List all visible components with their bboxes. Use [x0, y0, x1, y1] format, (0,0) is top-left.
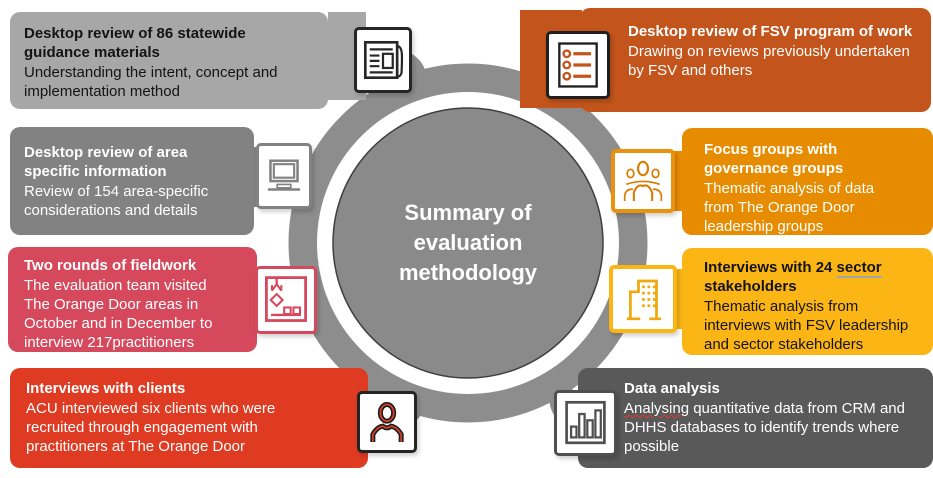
- card-title-text: Interviews with 24: [704, 259, 837, 276]
- card-body: The evaluation team visited The Orange D…: [24, 277, 213, 351]
- people-group-icon: [611, 149, 675, 213]
- diagram-title-line: evaluation: [413, 230, 523, 255]
- card-title: Desktop review of area specific informat…: [24, 144, 188, 180]
- diagram-title: Summary of evaluation methodology: [328, 198, 608, 288]
- card-area-specific-review: Desktop review of area specific informat…: [10, 127, 254, 235]
- laptop-icon: [256, 143, 312, 209]
- card-body-text: quantitative data from CRM and DHHS data…: [624, 400, 905, 455]
- bar-chart-icon: [554, 390, 617, 456]
- card-title: Two rounds of fieldwork: [24, 257, 197, 274]
- card-title: Interviews with clients: [26, 380, 186, 397]
- card-body: Understanding the intent, concept and im…: [24, 64, 278, 100]
- diagram-title-line: methodology: [398, 260, 538, 285]
- card-body: ACU interviewed six clients who were rec…: [26, 400, 276, 455]
- building-icon: [609, 265, 677, 333]
- card-body: Drawing on reviews previously undertaken…: [628, 43, 910, 79]
- outer-ring: [288, 63, 648, 423]
- card-body: Review of 154 area-specific consideratio…: [24, 183, 209, 219]
- card-title: Data analysis: [624, 380, 720, 397]
- diagram-title-line: Summary of: [404, 200, 532, 225]
- bulleted-list-icon: [546, 31, 610, 99]
- card-focus-groups: Focus groups with governance groups Them…: [682, 128, 933, 235]
- card-fieldwork: Two rounds of fieldwork The evaluation t…: [8, 247, 257, 352]
- card-title: Focus groups with governance groups: [704, 141, 844, 177]
- card-client-interviews: Interviews with clients ACU interviewed …: [10, 368, 368, 468]
- card-statewide-review: Desktop review of 86 statewide guidance …: [10, 12, 328, 109]
- card-title: Interviews with 24 sector stakeholders: [704, 258, 916, 296]
- card-title-text: stakeholders: [704, 278, 797, 295]
- card-title: Desktop review of 86 statewide guidance …: [24, 25, 246, 61]
- card-body: Analysing quantitative data from CRM and…: [624, 399, 932, 456]
- card-title: Desktop review of FSV program of work: [628, 23, 913, 40]
- fieldwork-crane-icon: [255, 266, 317, 334]
- card-data-analysis: Data analysis Analysing quantitative dat…: [578, 368, 933, 468]
- card-body: Thematic analysis of data from The Orang…: [704, 180, 875, 235]
- card-fsv-program-review: Desktop review of FSV program of work Dr…: [580, 8, 931, 112]
- card-title-underlined-word: sector: [836, 259, 882, 278]
- person-icon: [357, 391, 417, 453]
- center-disc: [332, 107, 604, 379]
- newspaper-icon: [354, 27, 412, 93]
- spellcheck-flagged-word: Analysing: [624, 400, 690, 417]
- card-sector-stakeholder-interviews: Interviews with 24 sector stakeholders T…: [682, 248, 933, 355]
- card-body: Thematic analysis from interviews with F…: [704, 298, 909, 353]
